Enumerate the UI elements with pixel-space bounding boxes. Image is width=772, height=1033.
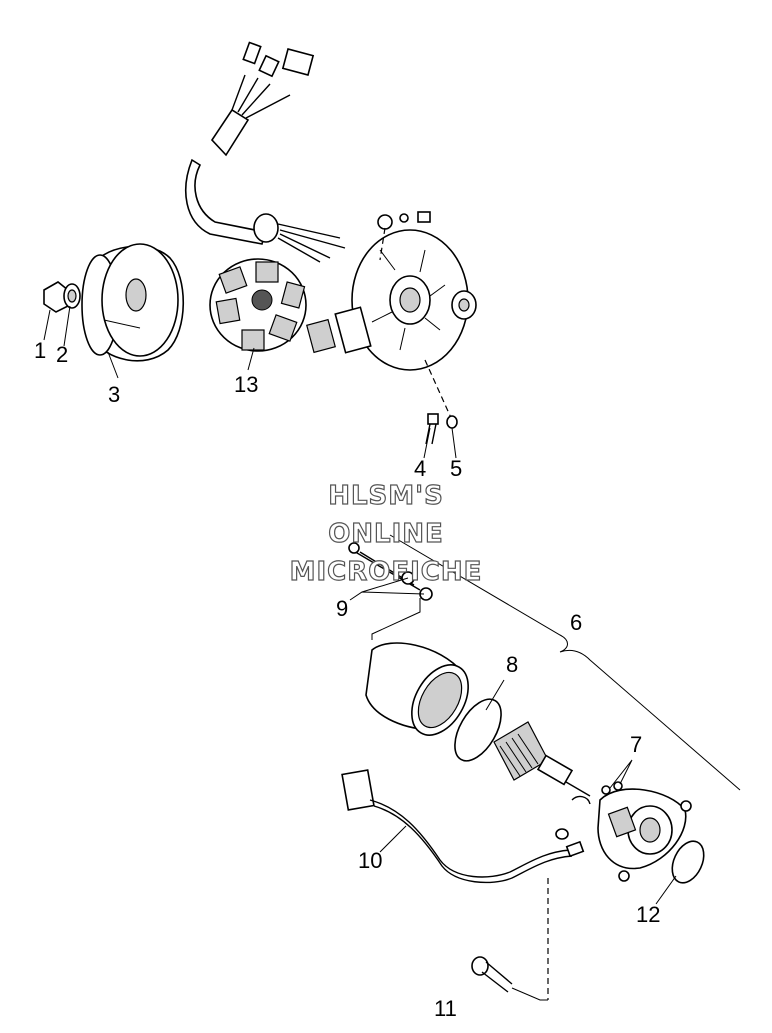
callout-1: 1 — [34, 338, 46, 363]
watermark-line-3: MICROFICHE — [290, 557, 483, 587]
callout-2: 2 — [56, 342, 68, 367]
armature — [493, 721, 591, 797]
watermark: HLSM'S ONLINE MICROFICHE — [289, 480, 483, 587]
callout-13: 13 — [234, 372, 258, 397]
callout-4: 4 — [414, 456, 426, 481]
o-ring-large — [454, 698, 502, 762]
flywheel-nut — [43, 281, 81, 313]
o-ring-small — [671, 840, 705, 884]
watermark-line-1: HLSM'S — [328, 481, 444, 511]
callout-5: 5 — [450, 456, 462, 481]
callout-10: 10 — [358, 848, 382, 873]
stator-coil — [209, 258, 307, 352]
pickup-screw — [425, 413, 458, 445]
bolt-guide-line — [371, 598, 421, 640]
flywheel-rotor — [81, 243, 185, 362]
leader-lines — [43, 305, 677, 905]
starter-wire-lead — [341, 769, 585, 884]
assembly-bracket-6 — [389, 534, 741, 791]
callout-9: 9 — [336, 596, 348, 621]
callout-8: 8 — [506, 652, 518, 677]
callout-7: 7 — [630, 732, 642, 757]
callout-6: 6 — [570, 610, 582, 635]
brush-clips — [571, 781, 623, 805]
starter-end-cover — [597, 788, 692, 882]
stator-wiring-harness — [185, 41, 346, 263]
stator-plate — [306, 211, 477, 421]
callout-3: 3 — [108, 382, 120, 407]
callout-11: 11 — [434, 996, 457, 1021]
callout-12: 12 — [636, 902, 660, 927]
watermark-line-2: ONLINE — [328, 519, 444, 549]
starter-motor-housing — [365, 642, 469, 736]
starter-mount-bolt — [471, 878, 549, 1001]
